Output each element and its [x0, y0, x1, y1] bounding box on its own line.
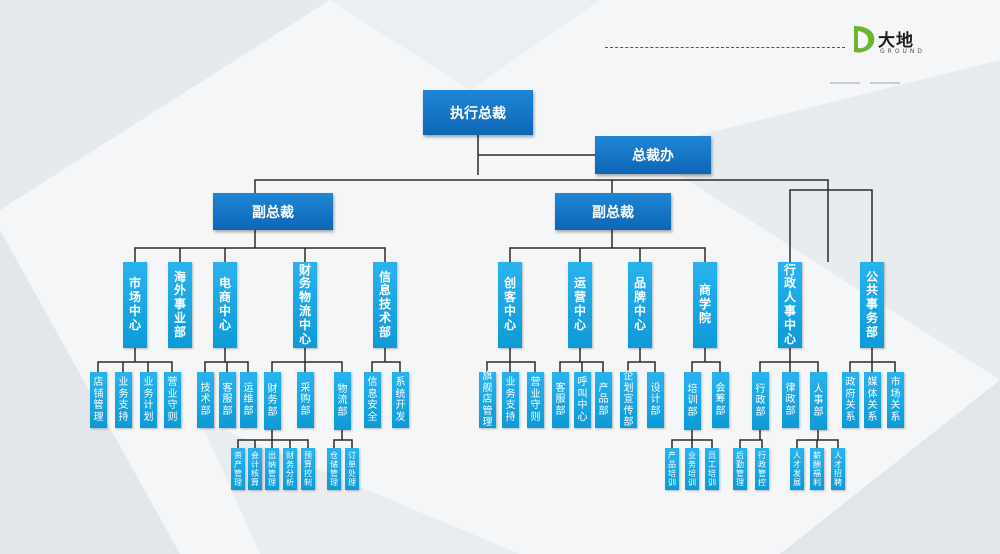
dept-business-rules: 营业守则 [164, 372, 181, 428]
dept-maintenance: 运维部 [240, 372, 257, 428]
sub-admin-control: 行政管控 [755, 448, 769, 490]
sub-order-processing: 订单处理 [345, 448, 359, 490]
logo-subtitle: GROUND [880, 48, 926, 55]
dept-system-dev: 系统开发 [392, 372, 409, 428]
dept-business-support: 业务支持 [115, 372, 132, 428]
dept-tech: 技术部 [197, 372, 214, 428]
dept-market-relations: 市场关系 [887, 372, 904, 428]
dept-maker-support: 业务支持 [502, 372, 519, 428]
dept-finance: 财务部 [264, 372, 281, 430]
dept-customer-service: 客服部 [219, 372, 236, 428]
logo-name: 大地 [878, 31, 914, 51]
sub-financial-analysis: 财务分析 [283, 448, 297, 490]
dept-events: 会筹部 [712, 372, 729, 428]
dept-training: 培训部 [684, 372, 701, 430]
sub-business-training: 业务培训 [685, 448, 699, 490]
center-operations: 运营中心 [568, 262, 592, 348]
center-maker: 创客中心 [498, 262, 522, 348]
dept-product: 产品部 [595, 372, 612, 428]
dept-maker-rules: 营业守则 [527, 372, 544, 428]
dept-business-plan: 业务计划 [140, 372, 157, 428]
sub-asset-management: 资产管理 [231, 448, 245, 490]
dept-info-security: 信息安全 [364, 372, 381, 428]
dept-flagship-store: 旗舰店管理 [479, 371, 496, 428]
decorative-dots [830, 82, 900, 84]
ceo-box: 执行总裁 [423, 90, 533, 135]
vp-right-box: 副总裁 [555, 193, 671, 230]
dept-ops-customer-service: 客服部 [552, 372, 569, 428]
center-it: 信息技术部 [373, 262, 397, 348]
dept-administration: 行政部 [752, 372, 769, 430]
sub-compensation: 薪酬福利 [810, 448, 824, 490]
dept-store-management: 店铺管理 [90, 372, 107, 428]
header-dashed-line [605, 47, 845, 48]
sub-recruitment: 人才招聘 [831, 448, 845, 490]
sub-cashier: 出纳管理 [265, 448, 279, 490]
center-market: 市场中心 [123, 262, 147, 348]
dept-government-relations: 政府关系 [842, 372, 859, 428]
dept-design: 设计部 [647, 372, 664, 428]
center-overseas: 海外事业部 [168, 262, 192, 348]
center-ecommerce: 电商中心 [213, 262, 237, 348]
center-business-school: 商学院 [693, 262, 717, 348]
center-brand: 品牌中心 [628, 262, 652, 348]
dept-media-relations: 媒体关系 [864, 372, 881, 428]
dept-legal: 律政部 [782, 372, 799, 428]
logo-leaf-icon [854, 26, 875, 53]
center-public-affairs: 公共事务部 [860, 262, 884, 348]
dept-personnel: 人事部 [810, 372, 827, 430]
sub-warehouse: 仓储管理 [327, 448, 341, 490]
dept-logistics: 物流部 [334, 372, 351, 430]
sub-product-training: 产品培训 [665, 448, 679, 490]
dept-purchasing: 采购部 [297, 372, 314, 428]
sub-talent-development: 人才发展 [790, 448, 804, 490]
dept-call-center: 呼叫中心 [574, 372, 591, 428]
center-admin-hr: 行政人事中心 [778, 262, 802, 348]
sub-staff-training: 员工培训 [705, 448, 719, 490]
sub-budget-control: 预算控制 [301, 448, 315, 490]
sub-logistics-management: 后勤管理 [733, 448, 747, 490]
dept-planning-promo: 企划宣传部 [620, 371, 637, 428]
center-finance-logistics: 财务物流中心 [293, 262, 317, 348]
president-office-box: 总裁办 [595, 136, 711, 174]
sub-accounting: 会计核算 [248, 448, 262, 490]
vp-left-box: 副总裁 [213, 193, 333, 230]
